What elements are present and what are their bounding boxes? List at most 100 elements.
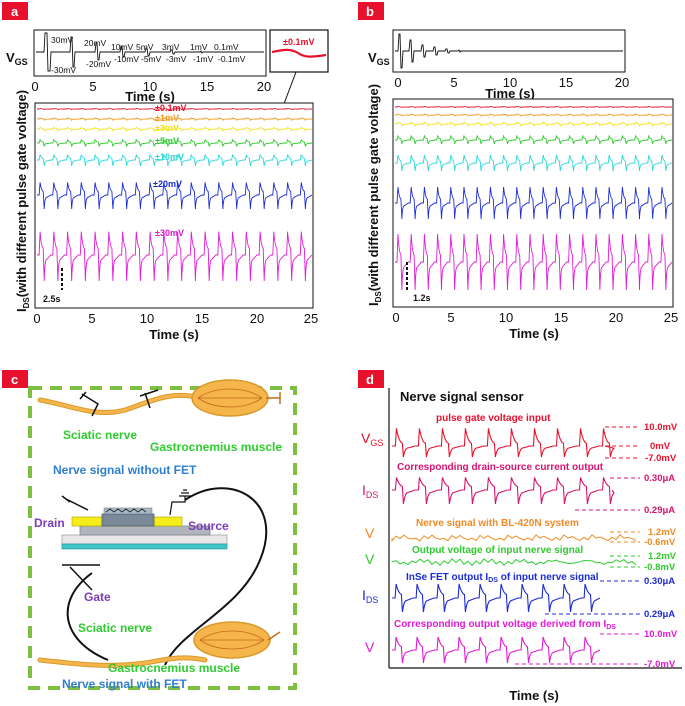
panel-b-bottom-tick-0: 0: [392, 310, 399, 325]
panel-a-top-pos-3: 5mV: [136, 42, 154, 52]
panel-a-top-neg-2: -10mV: [114, 54, 139, 64]
panel-a-trace-0: [37, 108, 313, 111]
panel-d-row2-val1: -0.6mV: [644, 537, 676, 548]
panel-a-bottom-tick-5: 25: [304, 311, 318, 326]
panel-d-row0-val1: 0mV: [650, 441, 671, 452]
panel-a-bottom-tick-2: 10: [140, 311, 154, 326]
panel-a-vgs-label: VGS: [6, 50, 28, 67]
panel-c-top-nerve: [38, 393, 202, 415]
panel-d-row5-val1: -7.0mV: [644, 659, 676, 670]
panel-a-trace-5: [37, 182, 313, 210]
panel-d-badge: [358, 370, 384, 388]
panel-a-trace-label-0: ±0.1mV: [155, 103, 186, 113]
panel-d-row3-val1: -0.8mV: [644, 562, 676, 573]
panel-b-top-tick-1: 5: [450, 75, 457, 90]
panel-d-row3-val0: 1.2mV: [648, 551, 677, 562]
panel-a-top-tick-4: 20: [257, 79, 271, 94]
panel-d-row4-val0: 0.30μA: [644, 576, 675, 587]
panel-d-row5-label: V: [365, 639, 375, 655]
panel-b-vgs-label: VGS: [368, 50, 390, 67]
panel-a-top-pos-5: 1mV: [190, 42, 208, 52]
panel-a-top-time-label: Time (s): [125, 89, 175, 104]
panel-a-top-pos-1: 20mV: [84, 38, 107, 48]
panel-d-letter: d: [366, 372, 374, 387]
panel-d-trace-2: [391, 533, 637, 543]
panel-b-top-tick-3: 15: [559, 75, 573, 90]
panel-c-substrate-base: [61, 543, 228, 550]
panel-a-traces: [37, 108, 313, 282]
panel-b-bottom-tick-4: 20: [609, 310, 623, 325]
panel-c-caption-bottom: Nerve signal with FET: [62, 677, 187, 691]
panel-a-bottom-tick-4: 20: [250, 311, 264, 326]
panel-b-trace-4: [395, 154, 673, 172]
panel-c-ground-icon: [179, 489, 191, 497]
panel-b-ids-label: IDS(with different pulse gate voltage): [366, 84, 383, 306]
panel-b-top-tick-4: 20: [615, 75, 629, 90]
panel-a-top-neg-1: -20mV: [86, 59, 111, 69]
panel-c-substrate: [61, 534, 228, 545]
panel-b-top-tick-2: 10: [503, 75, 517, 90]
panel-b-bottom-time-label: Time (s): [509, 326, 559, 341]
panel-a-bottom-time-label: Time (s): [149, 327, 199, 342]
panel-d-row4-caption: InSe FET output IDS of input nerve signa…: [406, 572, 599, 584]
panel-c-wire-gate: [66, 572, 109, 661]
panel-d: d Nerve signal sensor Time (s) VGS IDS V…: [358, 370, 682, 703]
panel-d-row0-val2: -7.0mV: [645, 453, 677, 464]
panel-c-badge: [2, 370, 28, 388]
panel-a-top-pos-0: 30mV: [51, 35, 74, 45]
panel-c-gate-probe: [62, 564, 100, 591]
panel-c-ground-wire: [169, 496, 186, 516]
panel-a-bottom-tick-3: 15: [195, 311, 209, 326]
panel-d-row0-caption: pulse gate voltage input: [436, 413, 551, 424]
panel-d-row1-val0: 0.30μA: [644, 473, 675, 484]
panel-c-gastro-bottom: Gastrocnemius muscle: [108, 661, 240, 675]
panel-a-bottom-ticks: 0 5 10 15 20 25: [33, 311, 318, 326]
panel-c-channel: [101, 513, 155, 527]
panel-b-trace-1: [395, 113, 673, 117]
panel-a-top-ticks: 0 5 10 15 20: [31, 79, 271, 94]
panel-a-top-tick-1: 5: [89, 79, 96, 94]
panel-a-trace-6: [37, 231, 313, 282]
panel-d-title: Nerve signal sensor: [400, 389, 524, 404]
panel-d-row2-label: V: [365, 525, 375, 541]
panel-b: b VGS 0 5 10 15 20 Time (s) 1.2s 0 5 10 …: [358, 2, 678, 341]
panel-c-wire-source: [164, 487, 268, 666]
panel-c-top-muscle-fibers: [197, 388, 263, 408]
panel-c: c Sciatic nerve Gastrocnemius muscle Ner…: [2, 370, 297, 691]
panel-a: a VGS 30mV 20mV 10mV 5mV 3mV 1mV 0.1mV -…: [2, 2, 329, 342]
panel-b-trace-2: [395, 121, 673, 128]
panel-b-trace-6: [395, 233, 673, 291]
panel-a-top-tick-2: 10: [143, 79, 157, 94]
panel-a-trace-label-3: ±5mV: [155, 136, 179, 146]
panel-b-scale-label: 1.2s: [413, 293, 431, 303]
panel-d-trace-1: [392, 477, 615, 505]
panel-c-bottom-muscle-fibers: [199, 630, 265, 650]
panel-a-ids-box: [34, 102, 314, 309]
panel-b-bottom-tick-5: 25: [664, 310, 678, 325]
panel-d-row4-val1: 0.29μA: [644, 609, 675, 620]
panel-b-trace-0: [395, 106, 673, 109]
panel-d-trace-4: [392, 583, 601, 613]
panel-d-trace-0: [392, 428, 616, 458]
panel-d-row0-val0: 10.0mV: [644, 422, 678, 433]
panel-c-letter: c: [11, 372, 18, 387]
panel-d-row0-label: VGS: [361, 430, 383, 448]
panel-c-bottom-tendon: [267, 631, 281, 641]
panel-a-trace-label-1: ±1mV: [155, 113, 179, 123]
panel-b-vgs-trace: [395, 33, 623, 69]
panel-a-top-neg-0: -30mV: [51, 65, 76, 75]
panel-d-row5-val0: 10.0mV: [644, 629, 678, 640]
panel-a-top-neg-3: -5mV: [141, 54, 162, 64]
panel-a-top-neg-4: -3mV: [166, 54, 187, 64]
panel-c-dashed-frame: [28, 386, 297, 690]
panel-d-row5-caption: Corresponding output voltage derived fro…: [394, 619, 616, 631]
panel-b-top-tick-0: 0: [394, 75, 401, 90]
panel-b-bottom-tick-2: 10: [499, 310, 513, 325]
panel-d-xlabel: Time (s): [509, 688, 559, 703]
panel-a-vgs-trace: [36, 32, 264, 72]
panel-a-inset-label: ±0.1mV: [283, 37, 314, 47]
panel-a-trace-label-6: ±30mV: [155, 228, 184, 238]
panel-a-trace-label-2: ±3mV: [155, 123, 179, 133]
panel-b-bottom-tick-1: 5: [447, 310, 454, 325]
